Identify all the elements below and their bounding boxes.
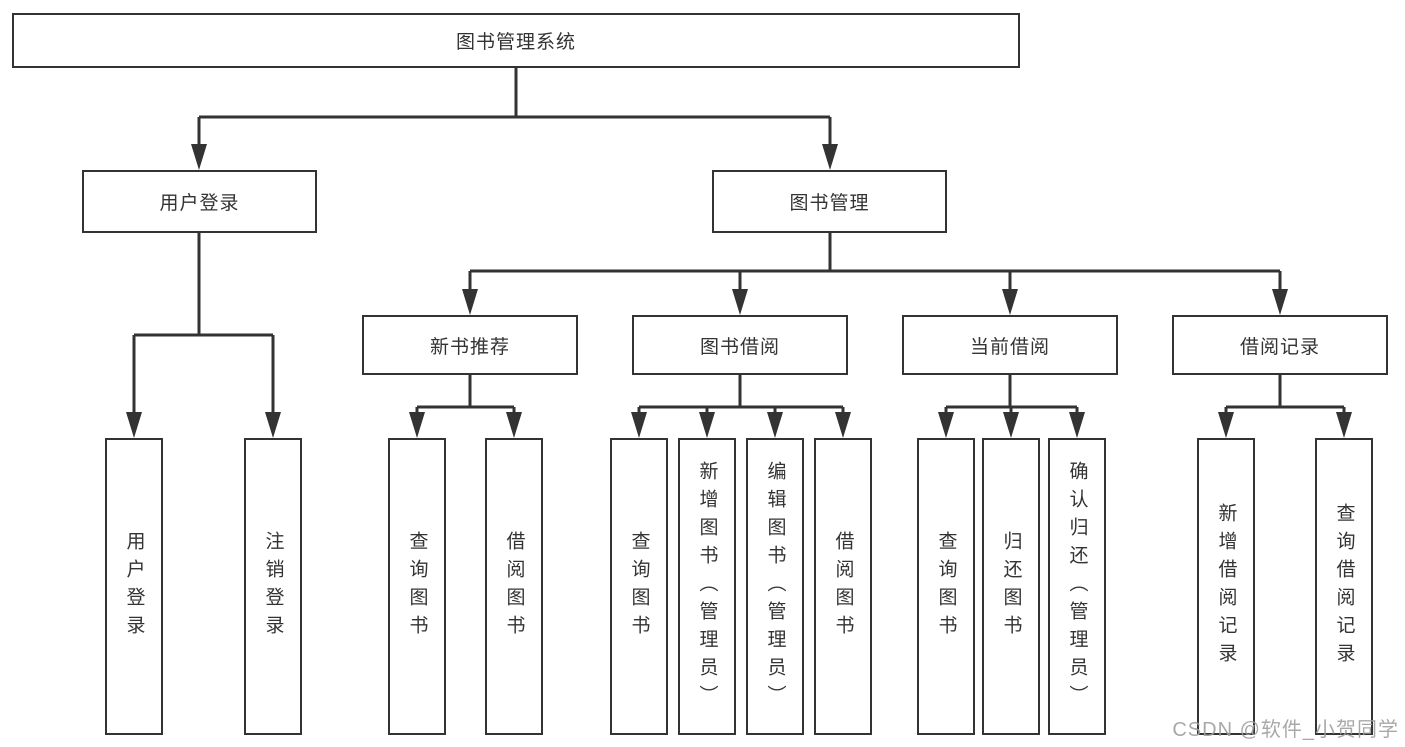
leaf-user-login: 用户登录 — [105, 438, 163, 735]
node-book-borrowing: 图书借阅 — [632, 315, 848, 375]
leaf-borrowing-add-books-admin: 新增图书（管理员） — [678, 438, 736, 735]
leaf-records-add-record: 新增借阅记录 — [1197, 438, 1255, 735]
leaf-borrowing-query-books: 查询图书 — [610, 438, 668, 735]
node-borrowing-records: 借阅记录 — [1172, 315, 1388, 375]
node-new-book-recommend: 新书推荐 — [362, 315, 578, 375]
leaf-newbook-query-books: 查询图书 — [388, 438, 446, 735]
leaf-current-return-books: 归还图书 — [982, 438, 1040, 735]
leaf-newbook-borrow-books: 借阅图书 — [485, 438, 543, 735]
leaf-current-confirm-return-admin: 确认归还（管理员） — [1048, 438, 1106, 735]
leaf-borrowing-edit-books-admin: 编辑图书（管理员） — [746, 438, 804, 735]
node-book-management: 图书管理 — [712, 170, 947, 233]
node-user-login: 用户登录 — [82, 170, 317, 233]
leaf-current-query-books: 查询图书 — [917, 438, 975, 735]
leaf-logout: 注销登录 — [244, 438, 302, 735]
node-current-borrowing: 当前借阅 — [902, 315, 1118, 375]
node-library-management-system: 图书管理系统 — [12, 13, 1020, 68]
leaf-borrowing-borrow-books: 借阅图书 — [814, 438, 872, 735]
csdn-watermark: CSDN @软件_小贺同学 — [1172, 719, 1399, 741]
leaf-records-query-record: 查询借阅记录 — [1315, 438, 1373, 735]
